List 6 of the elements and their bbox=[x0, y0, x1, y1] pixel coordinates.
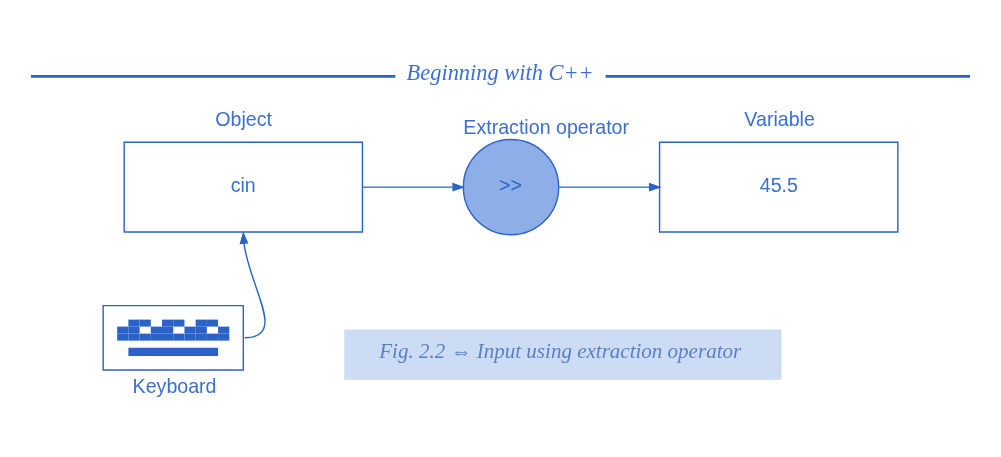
caption: Fig. 2.2 ⇔ Input using extraction operator bbox=[379, 339, 742, 364]
node-label: Variable bbox=[744, 108, 815, 131]
node-label: Extraction operator bbox=[463, 116, 630, 139]
node-label: Keyboard bbox=[132, 374, 217, 397]
diagram-title: Beginning with C++ bbox=[406, 60, 594, 86]
node-label: Object bbox=[215, 108, 272, 131]
